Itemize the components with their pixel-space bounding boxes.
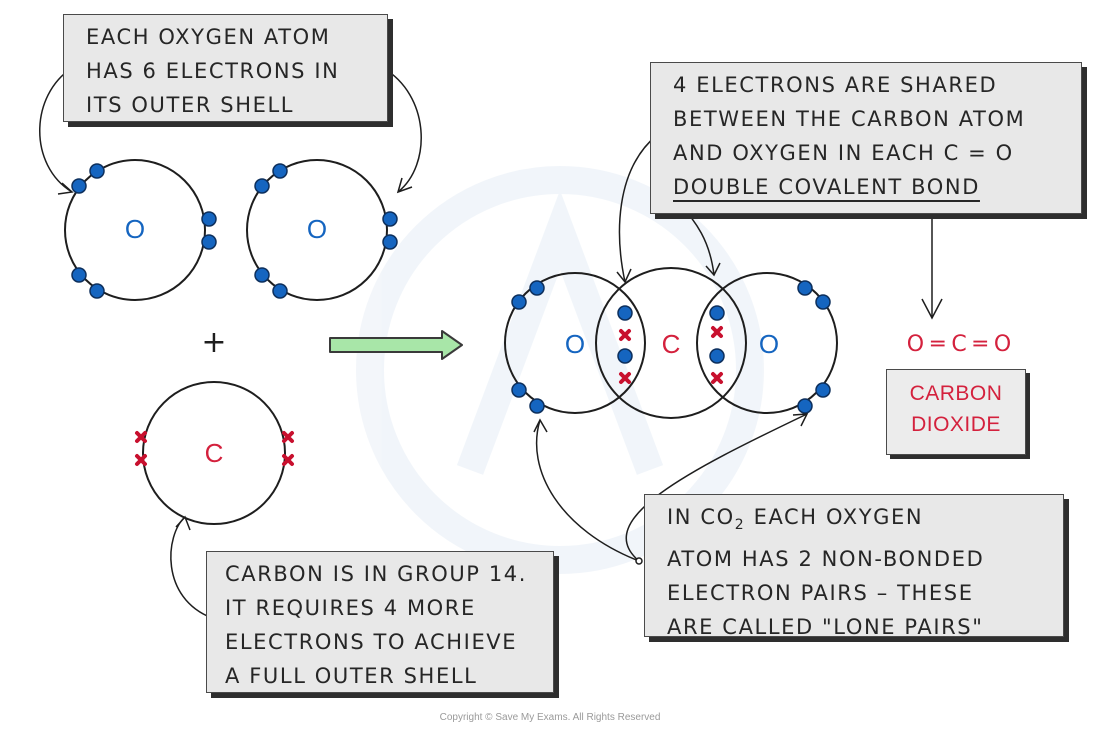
structural-formula: O ═ C ═ O: [907, 332, 1011, 357]
reaction-arrow: [329, 330, 463, 360]
note-line: ITS OUTER SHELL: [86, 93, 295, 117]
note-line: ATOM HAS 2 NON-BONDED: [667, 547, 985, 572]
carbon-symbol: C: [662, 329, 681, 359]
oxygen-atom-right: O: [246, 159, 388, 301]
note-line: 4 ELECTRONS ARE SHARED: [673, 73, 998, 97]
note-line: BETWEEN THE CARBON ATOM: [673, 107, 1026, 131]
note-line: A FULL OUTER SHELL: [225, 664, 478, 688]
compound-name-box: CARBON DIOXIDE: [886, 369, 1026, 455]
compound-name-line: DIOXIDE: [911, 413, 1001, 436]
note-line-underlined: DOUBLE COVALENT BOND: [673, 175, 980, 199]
oxygen-symbol: O: [759, 329, 779, 359]
carbon-electrons: [135, 326, 723, 466]
note-line: HAS 6 ELECTRONS IN: [86, 59, 340, 83]
note-line: IT REQUIRES 4 MORE: [225, 596, 476, 620]
carbon-symbol: C: [205, 438, 224, 468]
note-line: ELECTRON PAIRS – THESE: [667, 581, 974, 606]
compound-name-line: CARBON: [909, 382, 1003, 405]
carbon-group-note: CARBON IS IN GROUP 14. IT REQUIRES 4 MOR…: [206, 551, 554, 693]
subscript: 2: [734, 517, 746, 534]
oxygen-symbol: O: [565, 329, 585, 359]
shared-electrons-note: 4 ELECTRONS ARE SHARED BETWEEN THE CARBO…: [650, 62, 1082, 214]
lone-pairs-note: IN CO2 EACH OXYGEN ATOM HAS 2 NON-BONDED…: [644, 494, 1064, 639]
note-text: EACH OXYGEN: [745, 505, 924, 529]
note-line: ELECTRONS TO ACHIEVE: [225, 630, 518, 654]
note-line: EACH OXYGEN ATOM: [86, 25, 331, 49]
oxygen-electrons: [71, 163, 831, 414]
oxygen-symbol: O: [125, 214, 145, 244]
note-line: AND OXYGEN IN EACH C = O: [673, 141, 1014, 165]
carbon-atom: C: [142, 381, 286, 525]
note-text: IN CO: [667, 505, 735, 529]
co2-molecule: O C O: [504, 267, 838, 419]
plus-sign: +: [201, 325, 226, 360]
copyright-text: Copyright © Save My Exams. All Rights Re…: [439, 712, 661, 723]
note-line: IN CO2 EACH OXYGEN: [667, 500, 1049, 542]
oxygen-electron-note: EACH OXYGEN ATOM HAS 6 ELECTRONS IN ITS …: [63, 14, 388, 122]
oxygen-atom-left: O: [64, 159, 206, 301]
note-line: ARE CALLED "LONE PAIRS": [667, 615, 984, 640]
watermark-logo: [356, 166, 764, 574]
note-line: CARBON IS IN GROUP 14.: [225, 562, 528, 586]
oxygen-symbol: O: [307, 214, 327, 244]
